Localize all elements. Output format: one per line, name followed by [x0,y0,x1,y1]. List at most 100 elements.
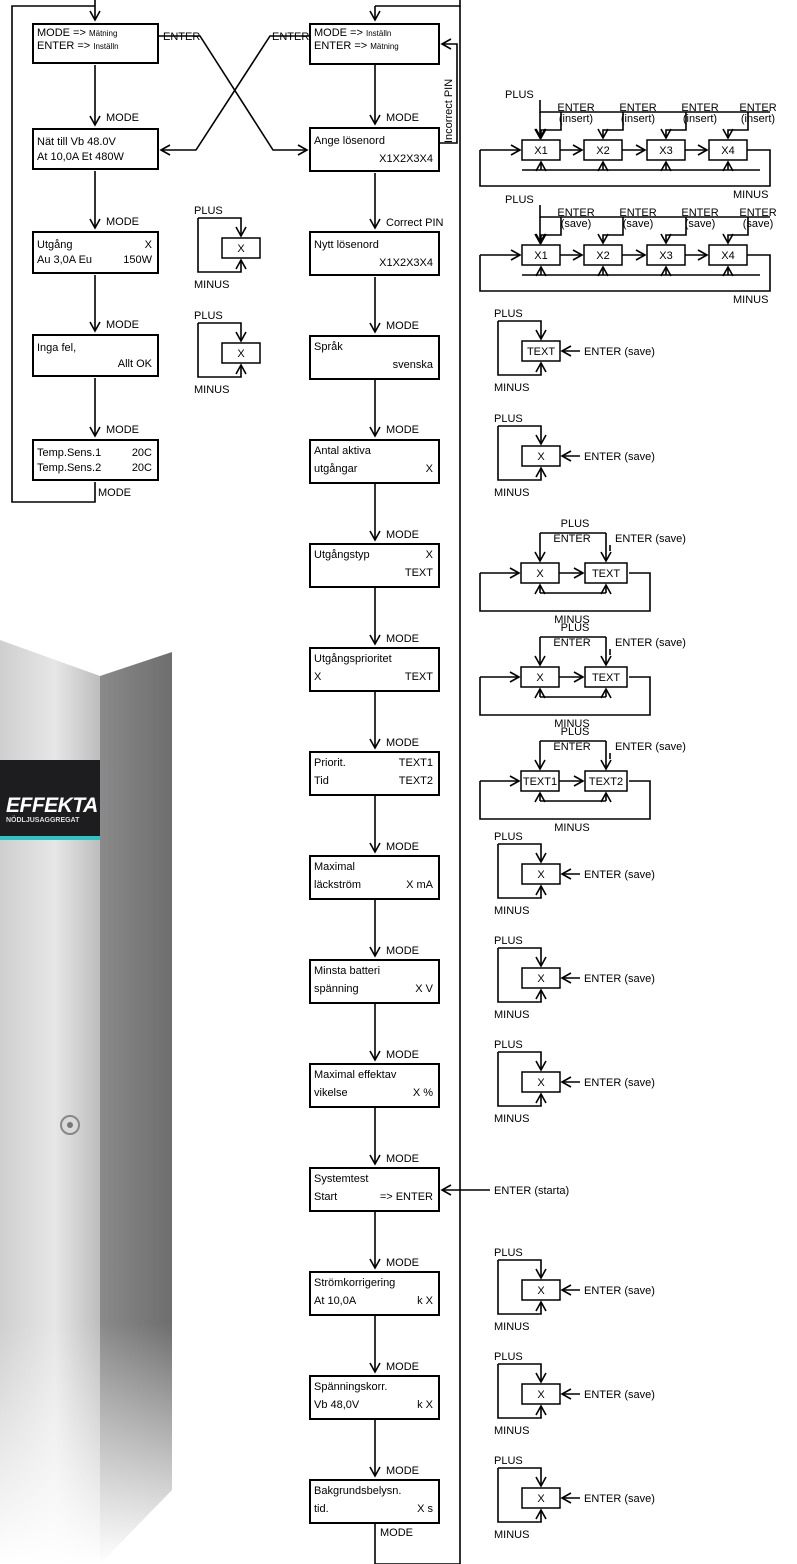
editor-value: X [537,973,545,985]
minus-label: MINUS [494,1321,529,1333]
mode-label: MODE [386,633,419,645]
enter-label: ENTER [553,637,590,649]
minus-label: MINUS [494,382,529,394]
plus-label: PLUS [494,831,523,843]
mode-label: MODE [386,424,419,436]
right-box-6: UtgångsprioritetXTEXT [309,647,440,692]
left-box-temp: Temp.Sens.1 20C Temp.Sens.2 20C [32,439,159,481]
editor-value: X [537,1285,545,1297]
mode-label: MODE [98,487,131,499]
minus-label: MINUS [733,189,768,201]
enter-save-label: ENTER (save) [584,1285,655,1297]
enter-label: ENTER [553,741,590,753]
enter-label: (insert) [559,113,593,125]
connector-line [498,1052,541,1070]
enter-save-label: ENTER (save) [584,869,655,881]
mode-label: MODE [386,1257,419,1269]
right-box-14: Bakgrundsbelysn.tid.X s [309,1479,440,1524]
minus-label: MINUS [494,487,529,499]
enter-label: (insert) [621,113,655,125]
connector-line [161,36,309,150]
enter-save-label: ENTER (save) [584,973,655,985]
enter-label: (insert) [683,113,717,125]
enter-save-label: ENTER (save) [584,1493,655,1505]
plus-label: PLUS [494,1455,523,1467]
connector-line [498,844,541,862]
enter-save-label: ENTER (save) [584,451,655,463]
editor-value: X [536,672,544,684]
mode-label: MODE [386,112,419,124]
editor-value: TEXT [592,672,620,684]
enter-label: ENTER [163,31,200,43]
connector-line [375,0,460,6]
pin-digit: X3 [659,250,672,262]
connector-line [498,948,541,966]
mode-label: MODE [386,841,419,853]
minus-label: MINUS [494,1113,529,1125]
plus-label: PLUS [494,413,523,425]
right-box-4: Antal aktivautgångarX [309,439,440,484]
enter-label: (save) [743,218,774,230]
plus-label: PLUS [561,622,590,634]
plus-label: PLUS [494,935,523,947]
connector-line [498,321,541,339]
mode-label: MODE [386,1153,419,1165]
mode-label: MODE [106,216,139,228]
enter-label: (save) [623,218,654,230]
minus-label: MINUS [494,1009,529,1021]
connector-line [498,426,541,444]
minus-label: MINUS [194,384,229,396]
editor-value: X [537,869,545,881]
mode-label: MODE [386,529,419,541]
mode-label: MODE [386,1361,419,1373]
plus-label: PLUS [494,1247,523,1259]
mode-label: MODE [386,737,419,749]
right-box-7: Priorit.TEXT1TidTEXT2 [309,751,440,796]
pin-digit: X2 [596,250,609,262]
left-box-mains: Nät till Vb 48.0V At 10,0A Et 480W [32,128,159,170]
minus-label: MINUS [494,1425,529,1437]
minus-label: MINUS [494,905,529,917]
editor-value: X [537,451,545,463]
enter-start-label: ENTER (starta) [494,1185,569,1197]
plus-label: PLUS [194,310,223,322]
mode-label: MODE [386,1465,419,1477]
enter-label: ENTER [272,31,309,43]
connector-line [198,323,241,341]
mode-label: MODE [380,1527,413,1539]
connector-line [498,1468,541,1486]
connector-line [198,218,241,236]
plus-label: PLUS [505,194,534,206]
enter-save-label: ENTER (save) [615,533,686,545]
right-box-enter-password: Ange lösenord X1X2X3X4 [309,127,440,172]
right-box-3: Språksvenska [309,335,440,380]
enter-label: (insert) [741,113,775,125]
editor-value: X [237,243,245,255]
mode-label: MODE [106,112,139,124]
pin-digit: X2 [596,145,609,157]
left-box-no-faults: Inga fel, Allt OK [32,334,159,377]
enter-label: ENTER [553,533,590,545]
plus-label: PLUS [561,518,590,530]
plus-label: PLUS [505,89,534,101]
mode-label: MODE [106,319,139,331]
minus-label: MINUS [554,822,589,834]
plus-label: PLUS [561,726,590,738]
editor-value: TEXT1 [523,776,557,788]
editor-value: X [537,1493,545,1505]
pin-digit: X3 [659,145,672,157]
right-box-new-password: Nytt lösenord X1X2X3X4 [309,231,440,276]
enter-save-label: ENTER (save) [615,637,686,649]
left-box-output: Utgång X Au 3,0A Eu 150W [32,231,159,274]
editor-value: TEXT [527,346,555,358]
editor-value: X [537,1077,545,1089]
connector-line [498,1260,541,1278]
editor-value: X [537,1389,545,1401]
plus-label: PLUS [494,1039,523,1051]
minus-label: MINUS [194,279,229,291]
enter-label: (save) [561,218,592,230]
mode-label: MODE [386,1049,419,1061]
right-box-10: Maximal effektavvikelseX % [309,1063,440,1108]
minus-label: MINUS [494,1529,529,1541]
